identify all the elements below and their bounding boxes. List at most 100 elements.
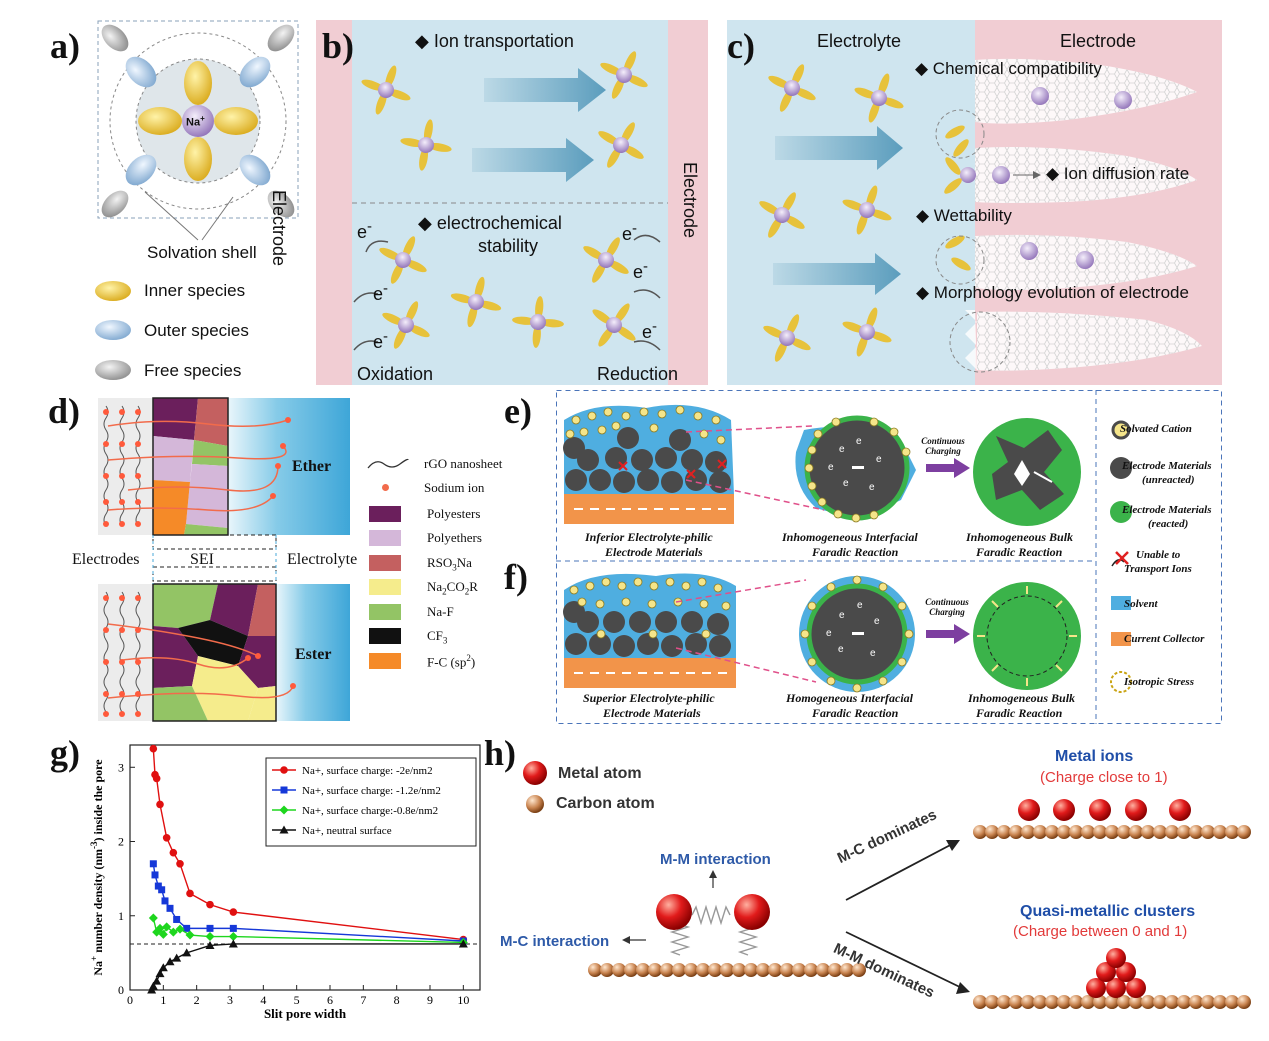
solvation-shell-label: Solvation shell bbox=[147, 243, 257, 262]
legend-solvent: Solvent bbox=[1124, 598, 1158, 610]
rgo-nanosheet-icon bbox=[367, 458, 409, 469]
data-point bbox=[152, 976, 162, 985]
reduction-label: Reduction bbox=[597, 364, 679, 384]
metal-carbon-diagram bbox=[523, 761, 1251, 1009]
outer-species bbox=[125, 56, 157, 88]
electrode-left-label: Electrode bbox=[269, 190, 289, 267]
na-ion-label: Na+ bbox=[186, 114, 205, 129]
inner-species bbox=[138, 107, 182, 135]
caption-f-mid-2: Faradic Reaction bbox=[812, 706, 899, 720]
polyesters-swatch bbox=[369, 506, 401, 522]
svg-text:e: e bbox=[839, 444, 845, 455]
legend-naf: Na-F bbox=[427, 604, 454, 619]
outer-species-icon bbox=[95, 320, 131, 340]
svg-text:e: e bbox=[876, 454, 882, 465]
x-tick-label: 9 bbox=[427, 993, 433, 1007]
x-tick-label: 8 bbox=[394, 993, 400, 1007]
legend-solvated-cation: Solvated Cation bbox=[1120, 423, 1192, 435]
data-point bbox=[158, 886, 166, 894]
free-species-icon bbox=[95, 360, 131, 380]
feature-ion-diffusion: ◆ Ion diffusion rate bbox=[1046, 164, 1190, 183]
svg-text:e: e bbox=[874, 616, 880, 627]
ester-label: Ester bbox=[295, 646, 332, 663]
svg-text:e: e bbox=[839, 610, 845, 621]
panel-label-c: c) bbox=[727, 26, 755, 66]
caption-f-mid-1: Homogeneous Interfacial bbox=[786, 691, 914, 705]
data-point bbox=[168, 927, 178, 937]
legend-reacted-1: Electrode Materials bbox=[1122, 504, 1212, 516]
ion-transport-panel bbox=[316, 20, 708, 385]
electron-label: e- bbox=[373, 328, 389, 352]
data-point bbox=[280, 766, 288, 774]
legend-box bbox=[265, 757, 477, 847]
data-point bbox=[149, 860, 157, 868]
solvation-diagram bbox=[97, 20, 299, 241]
panel-label-h: h) bbox=[484, 733, 517, 773]
data-point bbox=[229, 924, 237, 932]
x-tick-label: 1 bbox=[160, 993, 166, 1007]
svg-text:e: e bbox=[857, 600, 863, 611]
legend-cf3: CF3 bbox=[427, 628, 448, 646]
legend-outer-species: Outer species bbox=[144, 321, 249, 340]
data-point bbox=[206, 924, 214, 932]
data-point bbox=[186, 889, 194, 898]
data-point bbox=[458, 939, 468, 948]
polyethers-swatch bbox=[369, 530, 401, 546]
free-species bbox=[267, 24, 295, 52]
legend-label: Na+, neutral surface bbox=[302, 825, 392, 837]
x-tick-label: 7 bbox=[360, 993, 366, 1007]
inner-species bbox=[184, 137, 212, 181]
metal-ions-label: Metal ions bbox=[1055, 748, 1134, 765]
mc-interaction-label: M-C interaction bbox=[500, 933, 610, 950]
data-point bbox=[182, 948, 192, 957]
legend-sodium-ion: Sodium ion bbox=[424, 480, 485, 495]
x-tick-label: 5 bbox=[294, 993, 300, 1007]
legend-unreacted-2: (unreacted) bbox=[1142, 474, 1195, 486]
svg-text:e: e bbox=[826, 628, 832, 639]
electron-label: e- bbox=[373, 280, 389, 304]
data-point bbox=[154, 882, 162, 890]
x-tick-label: 0 bbox=[127, 993, 133, 1007]
inner-species bbox=[214, 107, 258, 135]
outer-species bbox=[239, 154, 271, 186]
legend-na2co2r: Na2CO2R bbox=[427, 579, 478, 597]
electron-label: e- bbox=[633, 258, 649, 282]
sodium-ion-icon bbox=[382, 484, 389, 491]
feature-wettability: ◆ Wettability bbox=[916, 206, 1012, 225]
rso3na-swatch bbox=[369, 555, 401, 571]
legend-label: Na+, surface charge: -1.2e/nm2 bbox=[302, 785, 441, 797]
y-axis-label: Na+ number density (nm-3) inside the por… bbox=[89, 759, 105, 976]
caption-e-mid-1: Inhomogeneous Interfacial bbox=[782, 530, 918, 544]
panel-label-b: b) bbox=[322, 26, 355, 66]
data-point bbox=[155, 969, 165, 978]
naf-swatch bbox=[369, 604, 401, 620]
panel-label-a: a) bbox=[50, 26, 80, 66]
data-point bbox=[206, 900, 214, 909]
electrolyte-label-d: Electrolyte bbox=[287, 551, 358, 568]
caption-f-right-1: Inhomogeneous Bulk bbox=[968, 691, 1076, 705]
x-tick-label: 4 bbox=[260, 993, 266, 1007]
ether-label: Ether bbox=[292, 458, 332, 475]
svg-text:e: e bbox=[870, 648, 876, 659]
data-point bbox=[175, 924, 185, 934]
x-tick-label: 6 bbox=[327, 993, 333, 1007]
legend-isotropic-stress: Isotropic Stress bbox=[1124, 676, 1194, 688]
data-point bbox=[173, 915, 181, 923]
x-tick-label: 10 bbox=[457, 993, 469, 1007]
data-point bbox=[280, 786, 288, 794]
legend-rgo: rGO nanosheet bbox=[424, 456, 503, 471]
caption-f-left-2: Electrode Materials bbox=[603, 706, 701, 720]
data-point bbox=[185, 930, 195, 940]
caption-e-left-2: Electrode Materials bbox=[605, 545, 703, 559]
inner-species bbox=[184, 61, 212, 105]
y-tick-label: 2 bbox=[118, 835, 124, 849]
data-point bbox=[169, 848, 178, 857]
y-tick-label: 3 bbox=[118, 760, 124, 774]
caption-e-right-1: Inhomogeneous Bulk bbox=[966, 530, 1074, 544]
electrode-right-label: Electrode bbox=[680, 162, 700, 239]
svg-text:e: e bbox=[869, 482, 875, 493]
ion-transport-label: ◆ Ion transportation bbox=[415, 31, 574, 51]
legend-unreacted-1: Electrode Materials bbox=[1122, 460, 1212, 472]
data-point bbox=[158, 963, 168, 972]
